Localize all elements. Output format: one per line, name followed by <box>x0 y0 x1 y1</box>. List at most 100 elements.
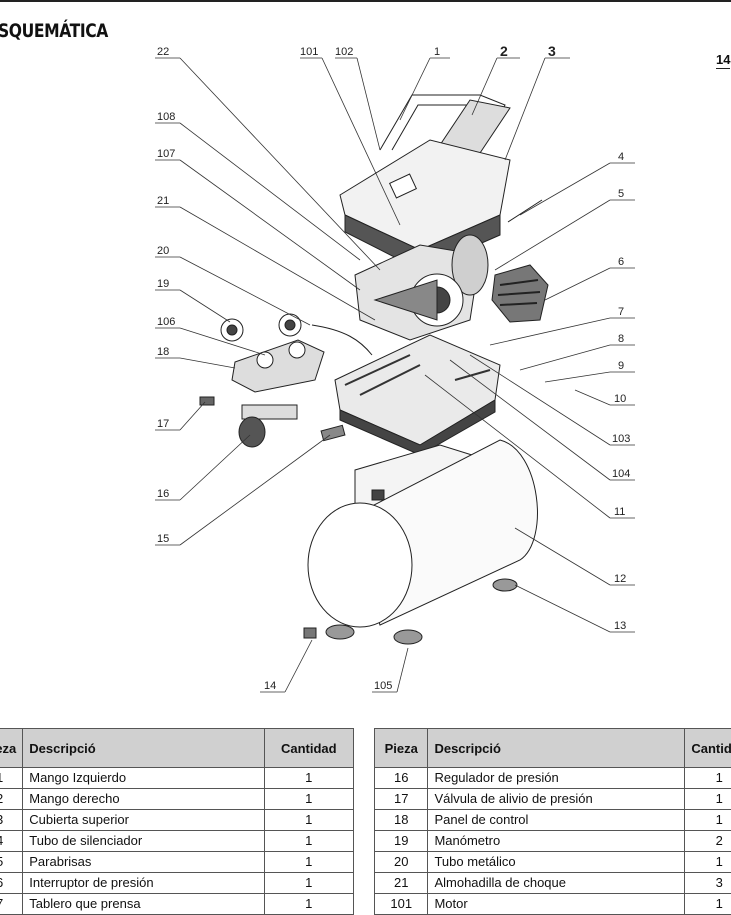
cell-piece: 6 <box>0 873 23 894</box>
callout-14: 14 <box>264 680 276 692</box>
callout-9: 9 <box>618 360 624 372</box>
cell-qty: 1 <box>264 831 353 852</box>
col-header-qty: Cantidad <box>685 729 731 768</box>
cell-piece: 3 <box>0 810 23 831</box>
cell-piece: 101 <box>375 894 428 915</box>
cell-qty: 1 <box>685 768 731 789</box>
callout-3: 3 <box>548 43 556 59</box>
callout-21: 21 <box>157 195 169 207</box>
cell-qty: 3 <box>685 873 731 894</box>
callout-108: 108 <box>157 111 175 123</box>
callout-11: 11 <box>614 506 625 518</box>
callout-102: 102 <box>335 46 353 58</box>
cell-qty: 1 <box>264 894 353 915</box>
cell-description: Cubierta superior <box>23 810 264 831</box>
callout-4: 4 <box>618 151 624 163</box>
callout-106: 106 <box>157 316 175 328</box>
callout-15: 15 <box>157 533 169 545</box>
cell-piece: 16 <box>375 768 428 789</box>
callout-105: 105 <box>374 680 392 692</box>
callout-103: 103 <box>612 433 630 445</box>
cell-description: Manómetro <box>428 831 685 852</box>
cell-description: Válvula de alivio de presión <box>428 789 685 810</box>
callout-10: 10 <box>614 393 626 405</box>
cell-description: Tubo metálico <box>428 852 685 873</box>
cell-qty: 1 <box>264 789 353 810</box>
cell-piece: 17 <box>375 789 428 810</box>
cell-description: Tablero que prensa <box>23 894 264 915</box>
col-header-qty: Cantidad <box>264 729 353 768</box>
cell-qty: 1 <box>264 873 353 894</box>
cell-qty: 1 <box>685 894 731 915</box>
cell-description: Motor <box>428 894 685 915</box>
cell-qty: 2 <box>685 831 731 852</box>
col-header-piece: Pieza <box>0 729 23 768</box>
cell-description: Almohadilla de choque <box>428 873 685 894</box>
windshield-drawing <box>492 265 548 322</box>
exploded-diagram: 22 101 102 1 2 3 108 107 21 20 19 106 18… <box>0 0 731 700</box>
cell-piece: 4 <box>0 831 23 852</box>
callout-13: 13 <box>614 620 626 632</box>
cell-piece: 18 <box>375 810 428 831</box>
callout-17: 17 <box>157 418 169 430</box>
cell-piece: 7 <box>0 894 23 915</box>
cell-description: Panel de control <box>428 810 685 831</box>
cell-description: Interruptor de presión <box>23 873 264 894</box>
callout-6: 6 <box>618 256 624 268</box>
callout-7: 7 <box>618 306 624 318</box>
tank-drawing <box>304 440 537 644</box>
callout-22: 22 <box>157 46 169 58</box>
cell-description: Mango derecho <box>23 789 264 810</box>
callout-104: 104 <box>612 468 630 480</box>
cell-qty: 1 <box>685 852 731 873</box>
motor-drawing <box>355 235 488 340</box>
cell-description: Regulador de presión <box>428 768 685 789</box>
callout-12: 12 <box>614 573 626 585</box>
callout-2: 2 <box>500 43 508 59</box>
cell-piece: 2 <box>0 789 23 810</box>
cell-qty: 1 <box>264 768 353 789</box>
cell-piece: 1 <box>0 768 23 789</box>
regulator-drawing <box>200 397 345 447</box>
col-header-description: Descripció <box>428 729 685 768</box>
cell-description: Parabrisas <box>23 852 264 873</box>
table-header-row: Pieza Descripció Cantidad <box>375 729 731 768</box>
cell-qty: 1 <box>264 810 353 831</box>
cell-qty: 1 <box>685 789 731 810</box>
cell-piece: 5 <box>0 852 23 873</box>
callout-1: 1 <box>434 46 440 58</box>
cell-qty: 1 <box>685 810 731 831</box>
cell-description: Mango Izquierdo <box>23 768 264 789</box>
callout-107: 107 <box>157 148 175 160</box>
cell-qty: 1 <box>264 852 353 873</box>
col-header-description: Descripció <box>23 729 264 768</box>
callout-8: 8 <box>618 333 624 345</box>
cell-piece: 19 <box>375 831 428 852</box>
control-panel-drawing <box>221 314 324 392</box>
base-plate-drawing <box>335 335 500 455</box>
cell-description: Tubo de silenciador <box>23 831 264 852</box>
callout-20: 20 <box>157 245 169 257</box>
cell-piece: 21 <box>375 873 428 894</box>
col-header-piece: Pieza <box>375 729 428 768</box>
callout-5: 5 <box>618 188 624 200</box>
callout-19: 19 <box>157 278 169 290</box>
callout-101: 101 <box>300 46 318 58</box>
callout-16: 16 <box>157 488 169 500</box>
cell-piece: 20 <box>375 852 428 873</box>
table-row: 5Parabrisas1 <box>0 852 354 873</box>
